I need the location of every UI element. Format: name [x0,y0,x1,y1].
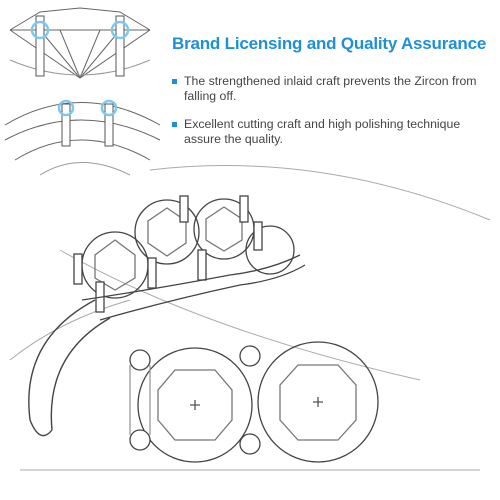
feature-item-cutting-craft: Excellent cutting craft and high polishi… [172,117,492,147]
square-bullet-icon [172,122,177,127]
section-title: Brand Licensing and Quality Assurance [172,34,487,53]
square-bullet-icon [172,79,177,84]
ring-stones [73,195,306,321]
ring-band [28,299,111,437]
feature-item-inlaid-craft: The strengthened inlaid craft prevents t… [172,74,492,104]
feature-text: The strengthened inlaid craft prevents t… [184,74,477,103]
feature-text: Excellent cutting craft and high polishi… [184,117,461,146]
prong-detail-band [4,99,161,176]
feature-list: The strengthened inlaid craft prevents t… [172,74,492,160]
prong-detail-top [9,7,151,79]
construction-lines [9,165,491,471]
stone-detail-bottom [129,341,379,463]
